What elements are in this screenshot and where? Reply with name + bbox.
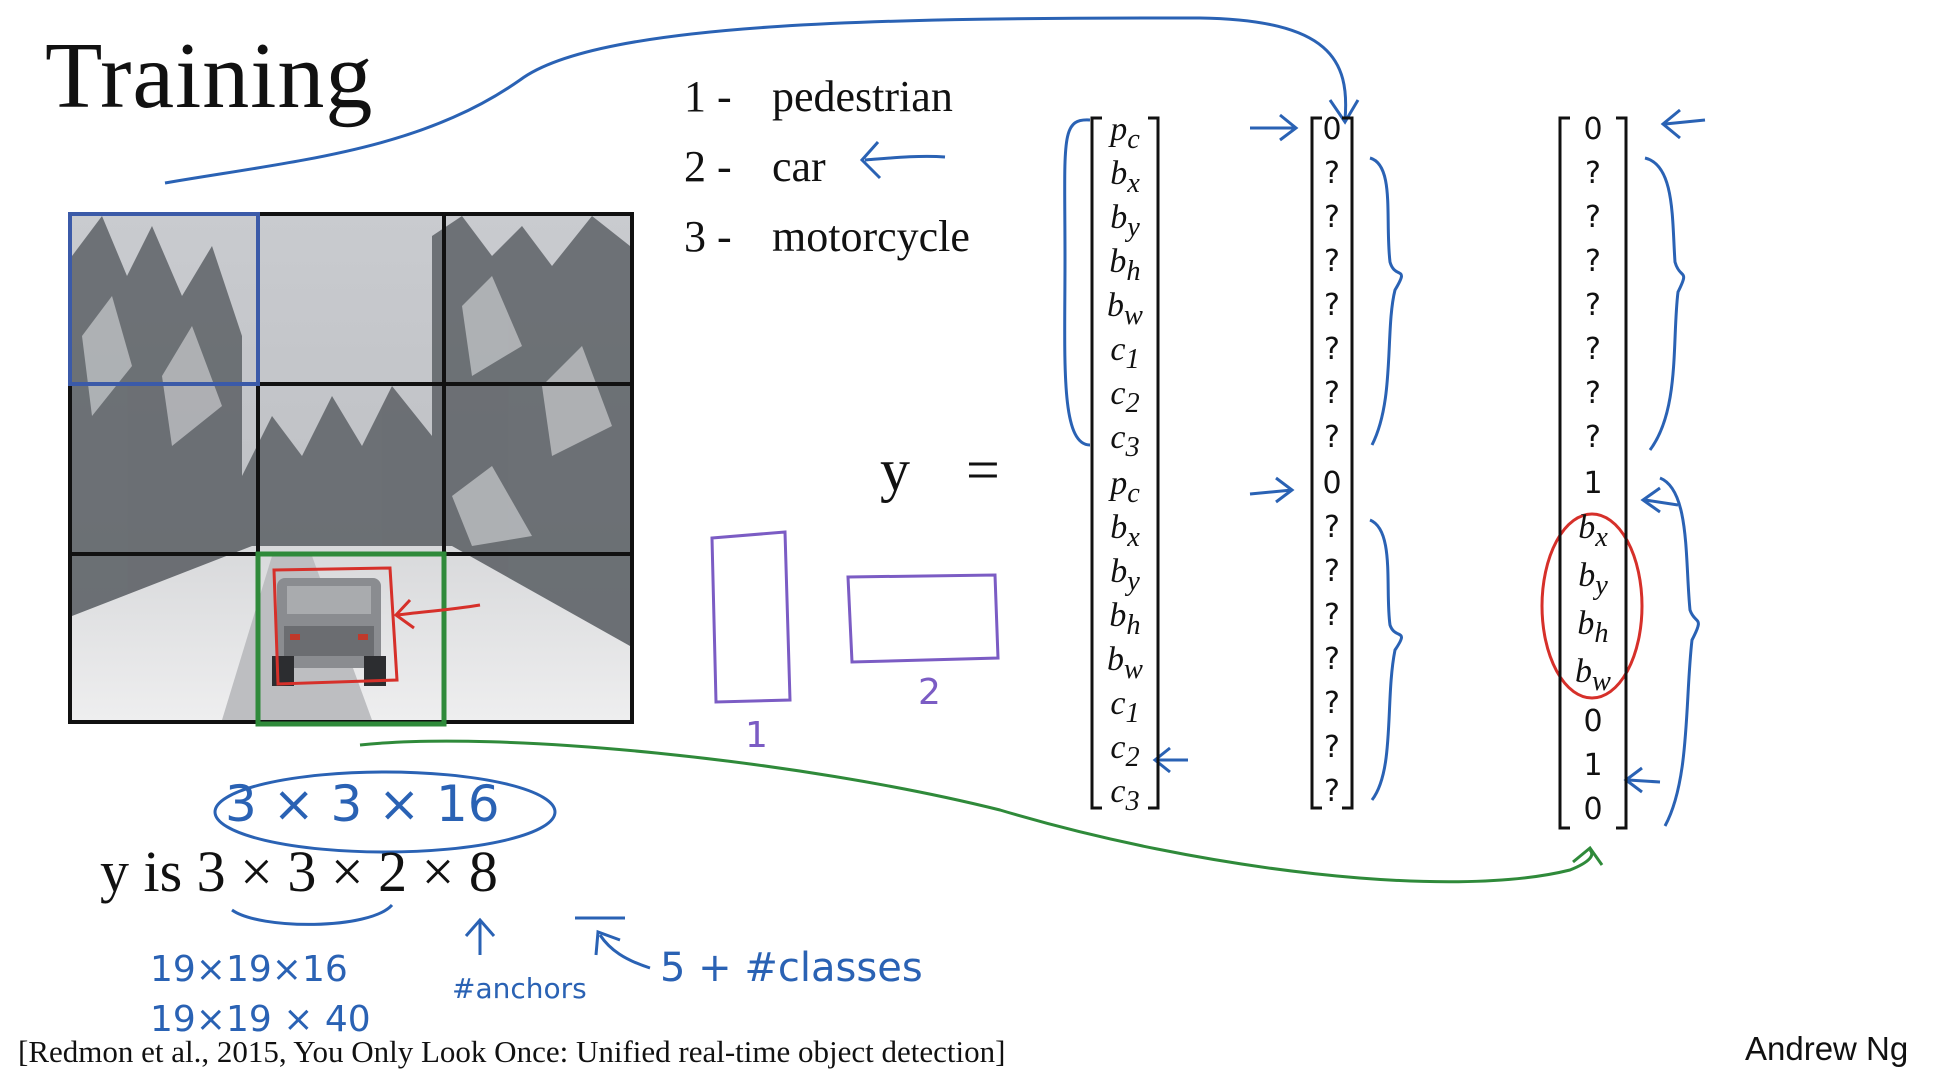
vector-value: ? <box>1324 288 1340 323</box>
vector-value: ? <box>1585 332 1601 367</box>
green-arrow-to-vector <box>359 739 1594 884</box>
note-grid-size: 3 × 3 × 16 <box>225 775 500 833</box>
class-list: 1 -pedestrian 2 -car 3 -motorcycle <box>684 62 970 272</box>
vector-value: 0 <box>1583 792 1603 827</box>
empty-cell-vector: 0 ? ? ? ? ? ? ? 0 ? ? ? ? ? ? ? <box>1302 110 1362 810</box>
vector-label: c2 <box>1110 729 1140 773</box>
vector-value: ? <box>1324 642 1340 677</box>
vector-value: 0 <box>1322 466 1342 501</box>
red-arrow-line <box>397 603 481 617</box>
vector-label: c3 <box>1110 419 1140 463</box>
vector-value: ? <box>1585 244 1601 279</box>
y-shape-statement: y is 3 × 3 × 2 × 8 <box>100 839 498 904</box>
vector-value: ? <box>1324 510 1340 545</box>
vector-label: bw <box>1107 287 1143 331</box>
grid-lines <box>68 212 634 724</box>
note-anchors: #anchors <box>452 972 587 1005</box>
author-name: Andrew Ng <box>1745 1030 1909 1067</box>
equation-equals: = <box>966 437 1000 503</box>
vector-label: c1 <box>1110 331 1140 375</box>
anchor-label-2: 2 <box>918 672 941 713</box>
vector-value: ? <box>1585 376 1601 411</box>
vector-value: ? <box>1585 156 1601 191</box>
highlighted-box-coords <box>1540 512 1644 700</box>
slide-title: Training <box>45 24 374 128</box>
blue-arrow-to-vector <box>164 16 1348 185</box>
vector-value: ? <box>1585 420 1601 455</box>
vector-value: ? <box>1324 156 1340 191</box>
vector-label: bx <box>1110 509 1140 553</box>
vector-value: ? <box>1324 420 1340 455</box>
vector-value: ? <box>1324 598 1340 633</box>
anchor-box-2 <box>846 573 1000 664</box>
vector-value: ? <box>1324 200 1340 235</box>
anchor-box-1 <box>710 530 792 704</box>
vector-value: bw <box>1575 653 1611 697</box>
car-shape <box>272 578 386 686</box>
vector-label: c2 <box>1110 375 1140 419</box>
vector-value: bx <box>1578 509 1608 553</box>
vector-label: pc <box>1110 465 1140 509</box>
label-vector: pc bx by bh bw c1 c2 c3 pc bx by bh bw c… <box>1095 110 1155 817</box>
vector-value: 1 <box>1583 748 1603 783</box>
highlight-cell-blue <box>68 212 260 386</box>
vector-value: ? <box>1324 686 1340 721</box>
vector-value: ? <box>1324 244 1340 279</box>
anchor-label-1: 1 <box>745 715 768 756</box>
vector-label: c3 <box>1110 773 1140 817</box>
brace-anchor1-labels <box>1063 118 1091 447</box>
class-item-pedestrian: 1 -pedestrian <box>684 72 953 121</box>
vector-value: 0 <box>1322 112 1342 147</box>
snowy-road-image <box>72 216 630 720</box>
vector-label: c1 <box>1110 685 1140 729</box>
vector-value: by <box>1578 557 1608 601</box>
citation: [Redmon et al., 2015, You Only Look Once… <box>18 1034 1006 1069</box>
vector-label: pc <box>1110 111 1140 155</box>
vector-value: bh <box>1577 605 1609 649</box>
vector-value: ? <box>1324 730 1340 765</box>
vector-value: 1 <box>1583 466 1603 501</box>
class-item-car: 2 -car <box>684 142 826 191</box>
equation-y: y <box>880 437 910 503</box>
vector-value: 0 <box>1583 112 1603 147</box>
car-cell-vector: 0 ? ? ? ? ? ? ? 1 bx by bh bw 0 1 0 <box>1563 110 1623 830</box>
training-image-grid <box>68 212 634 724</box>
vector-label: bh <box>1109 243 1141 287</box>
note-classes: 5 + #classes <box>660 945 923 991</box>
vector-label: by <box>1110 199 1140 243</box>
vector-value: ? <box>1324 376 1340 411</box>
vector-value: ? <box>1324 332 1340 367</box>
note-alt-sizes: 19×19×16 19×19 × 40 <box>150 949 371 1040</box>
vector-value: ? <box>1585 288 1601 323</box>
vector-value: ? <box>1585 200 1601 235</box>
highlight-cell-green <box>255 551 447 727</box>
car-bounding-box <box>272 566 399 686</box>
vector-label: bx <box>1110 155 1140 199</box>
vector-label: bw <box>1107 641 1143 685</box>
vector-value: ? <box>1324 554 1340 589</box>
vector-label: bh <box>1109 597 1141 641</box>
class-item-motorcycle: 3 -motorcycle <box>684 212 970 261</box>
vector-label: by <box>1110 553 1140 597</box>
vector-value: 0 <box>1583 704 1603 739</box>
vector-value: ? <box>1324 774 1340 809</box>
